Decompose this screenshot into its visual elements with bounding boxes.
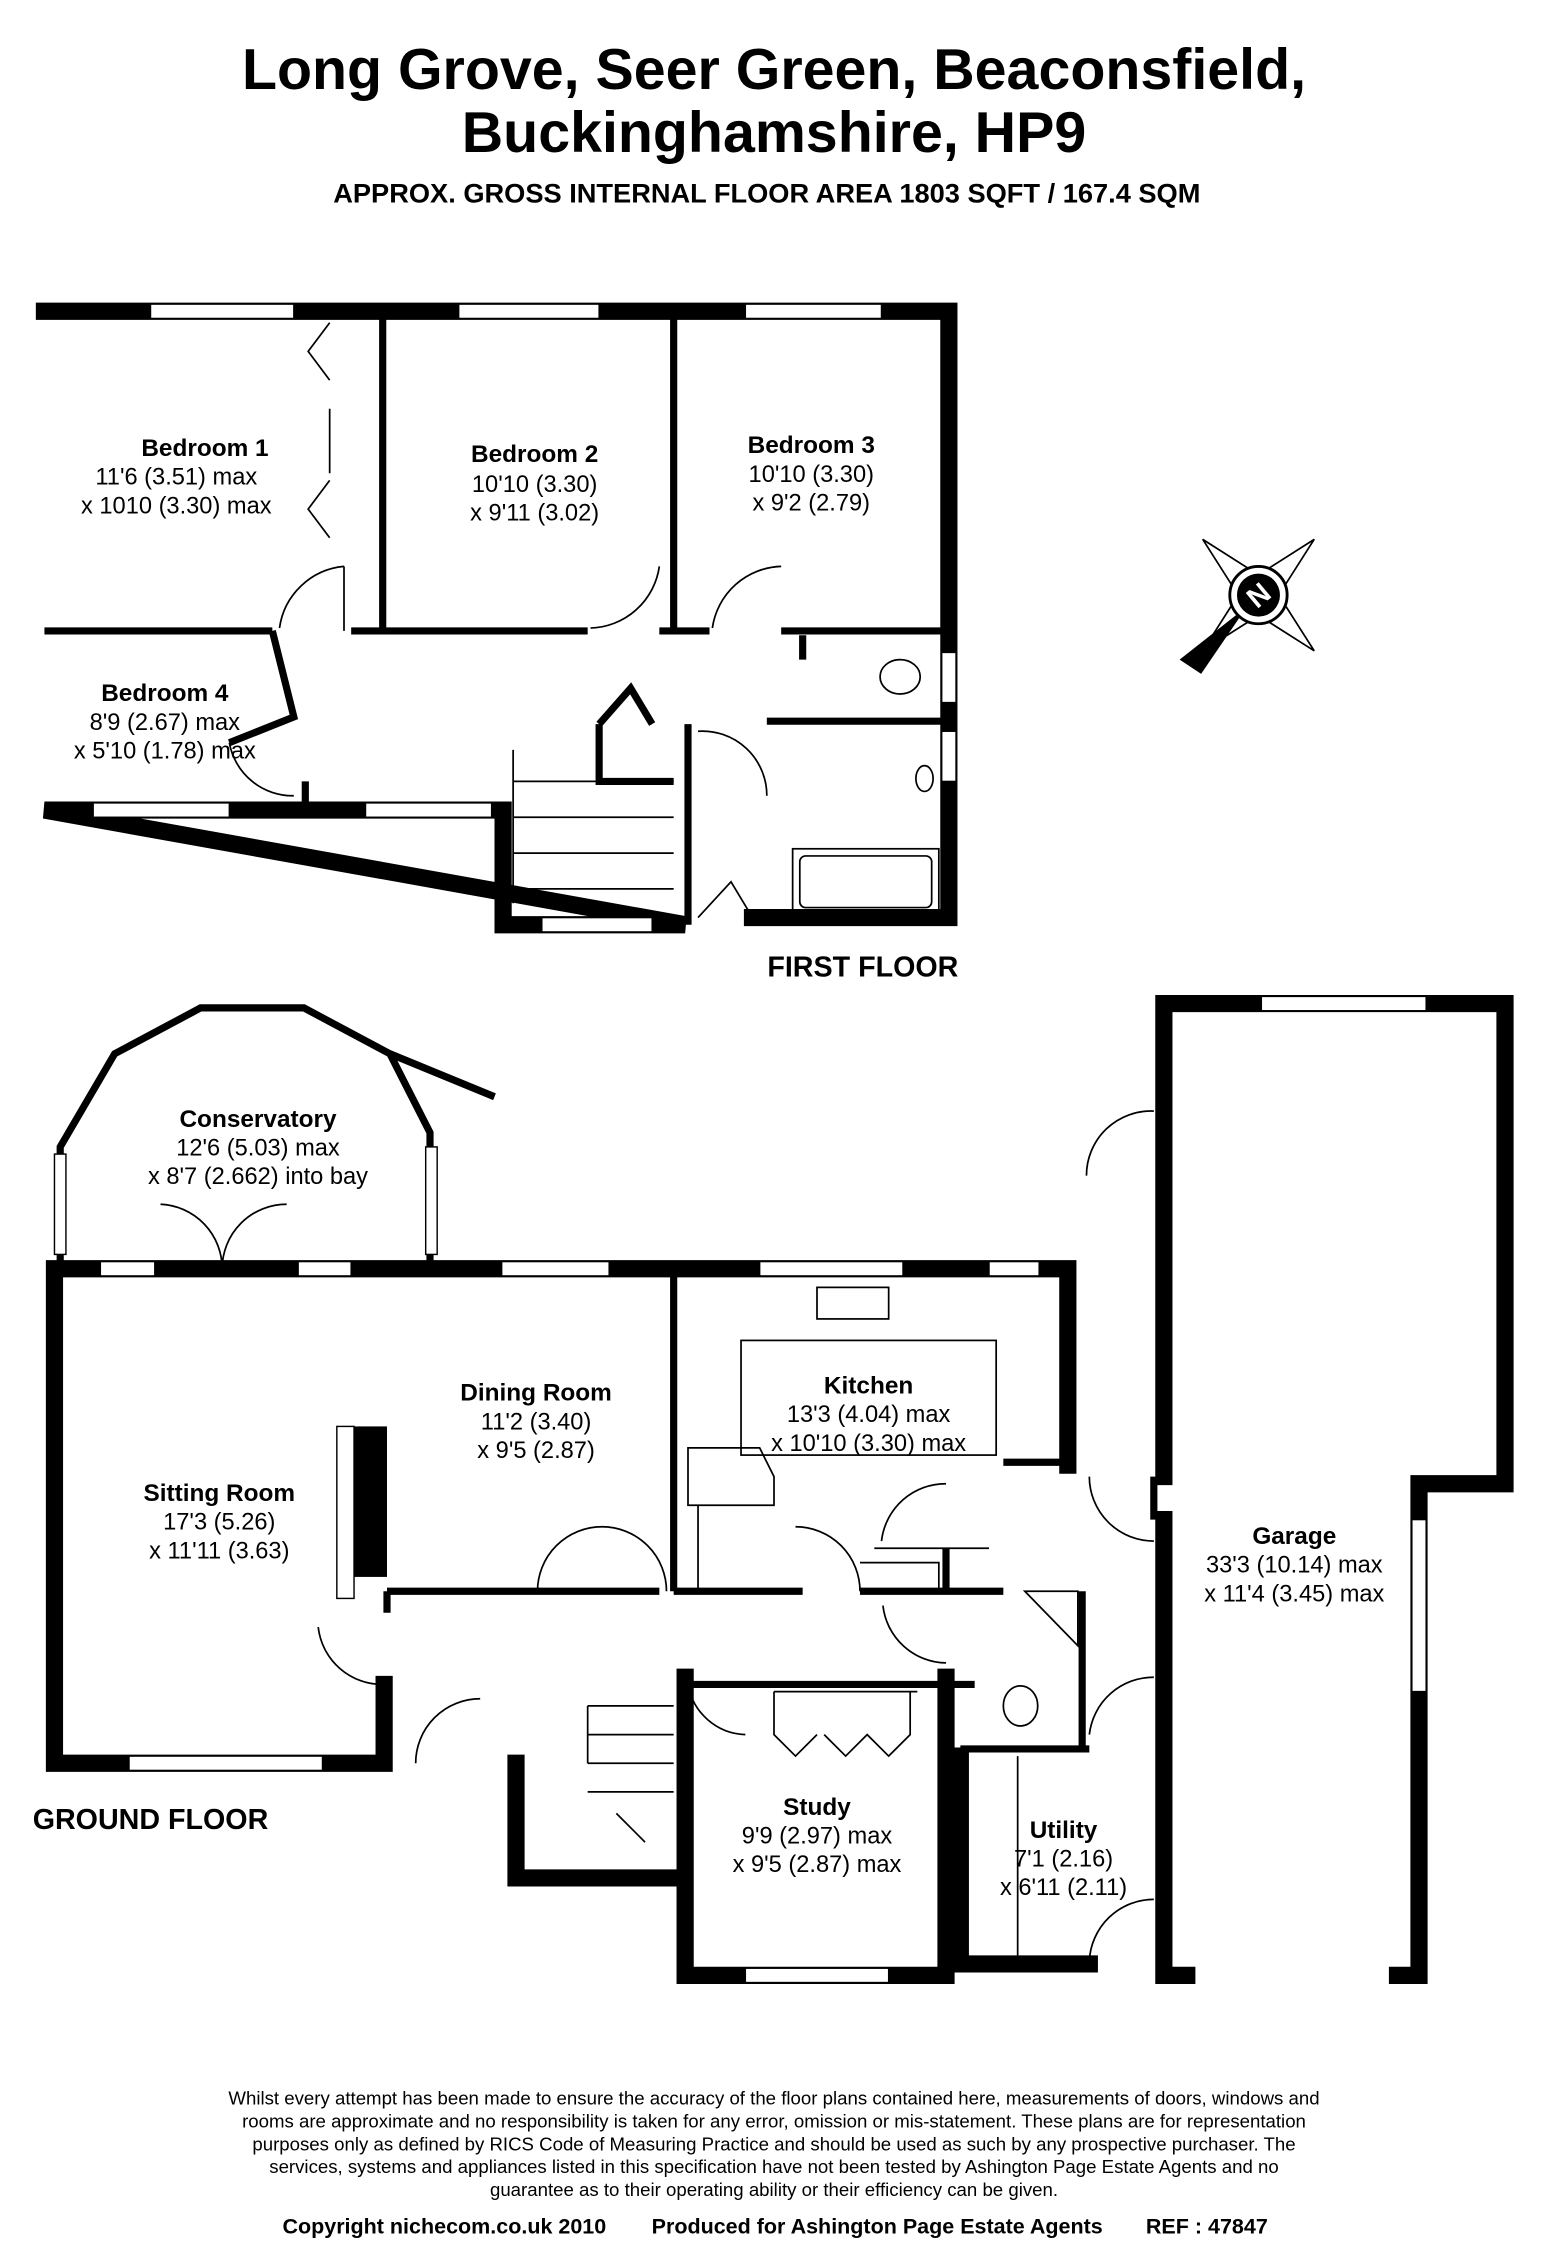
ground-floor-label: GROUND FLOOR (33, 1804, 269, 1836)
produced-for: Produced for Ashington Page Estate Agent… (652, 2214, 1103, 2238)
first-floor-label: FIRST FLOOR (767, 951, 958, 983)
bedroom-2-dim2: x 9'11 (3.02) (470, 501, 599, 527)
study-name: Study (783, 1794, 851, 1821)
bedroom-1-name: Bedroom 1 (141, 435, 268, 462)
utility-name: Utility (1030, 1817, 1098, 1844)
ground-floor-plan (45, 994, 1514, 1984)
garage-name: Garage (1252, 1523, 1336, 1550)
bedroom-1-dim2: x 1010 (3.30) max (81, 493, 272, 519)
title-line-2: Buckinghamshire, HP9 (462, 101, 1086, 165)
utility-dim1: 7'1 (2.16) (1014, 1846, 1113, 1872)
sitting-room-dim1: 17'3 (5.26) (163, 1510, 275, 1536)
bedroom-3-dim1: 10'10 (3.30) (749, 462, 874, 488)
reference: REF : 47847 (1146, 2214, 1268, 2238)
conservatory-name: Conservatory (179, 1106, 336, 1133)
bedroom-2-name: Bedroom 2 (471, 441, 598, 468)
conservatory-dim1: 12'6 (5.03) max (176, 1136, 340, 1162)
disclaimer-line: guarantee as to their operating ability … (490, 2179, 1058, 2200)
first-floor-plan (35, 302, 958, 934)
disclaimer-line: Whilst every attempt has been made to en… (228, 2087, 1319, 2108)
garage-dim1: 33'3 (10.14) max (1206, 1553, 1383, 1579)
disclaimer-line: purposes only as defined by RICS Code of… (252, 2133, 1295, 2154)
bedroom-1-dim1: 11'6 (3.51) max (95, 465, 257, 491)
garage-dim2: x 11'4 (3.45) max (1204, 1581, 1384, 1607)
kitchen-dim1: 13'3 (4.04) max (787, 1402, 951, 1428)
study-dim1: 9'9 (2.97) max (742, 1824, 893, 1850)
study-dim2: x 9'5 (2.87) max (733, 1852, 902, 1878)
bedroom-3-name: Bedroom 3 (748, 432, 875, 459)
disclaimer-line: rooms are approximate and no responsibil… (242, 2110, 1306, 2131)
bedroom-4-dim2: x 5'10 (1.78) max (74, 738, 256, 764)
sitting-room-name: Sitting Room (144, 1480, 296, 1507)
sitting-room-dim2: x 11'11 (3.63) (149, 1538, 289, 1564)
dining-room-dim2: x 9'5 (2.87) (477, 1438, 595, 1464)
bedroom-4-dim1: 8'9 (2.67) max (90, 710, 241, 736)
utility-dim2: x 6'11 (2.11) (1000, 1875, 1127, 1901)
bedroom-4-name: Bedroom 4 (101, 680, 229, 707)
disclaimer-line: services, systems and appliances listed … (269, 2156, 1278, 2177)
floor-area: APPROX. GROSS INTERNAL FLOOR AREA 1803 S… (333, 177, 1200, 208)
kitchen-name: Kitchen (824, 1372, 913, 1399)
copyright: Copyright nichecom.co.uk 2010 (282, 2214, 606, 2238)
bedroom-2-dim1: 10'10 (3.30) (472, 472, 597, 498)
compass-icon: N (1179, 538, 1315, 674)
kitchen-dim2: x 10'10 (3.30) max (771, 1431, 966, 1457)
dining-room-name: Dining Room (460, 1380, 612, 1407)
dining-room-dim1: 11'2 (3.40) (481, 1409, 592, 1435)
bedroom-3-dim2: x 9'2 (2.79) (753, 491, 871, 517)
conservatory-dim2: x 8'7 (2.662) into bay (148, 1164, 368, 1190)
title-line-1: Long Grove, Seer Green, Beaconsfield, (242, 38, 1306, 102)
